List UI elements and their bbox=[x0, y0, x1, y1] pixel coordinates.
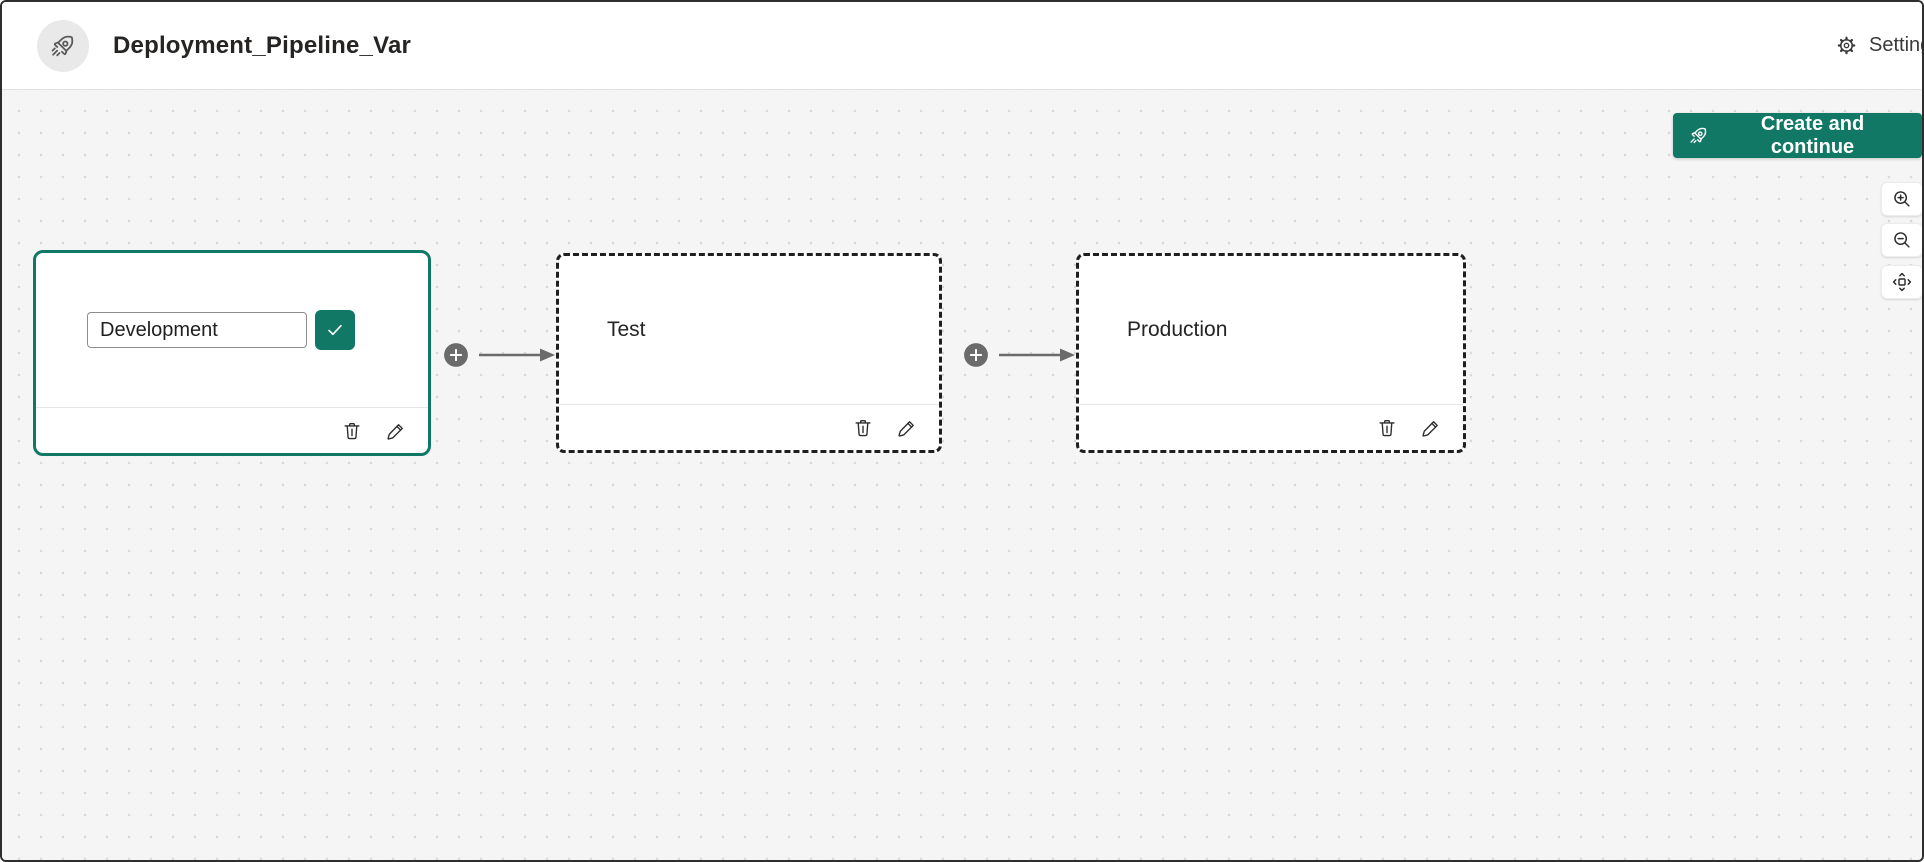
create-and-continue-button[interactable]: Create and continue bbox=[1673, 113, 1922, 158]
trash-icon bbox=[1376, 417, 1398, 439]
arrow-right-icon bbox=[478, 346, 556, 364]
stage-footer bbox=[559, 404, 939, 450]
zoom-in-button[interactable] bbox=[1881, 182, 1922, 216]
trash-icon bbox=[341, 420, 363, 442]
arrow-right-icon bbox=[998, 346, 1076, 364]
add-stage-button[interactable] bbox=[963, 342, 989, 368]
stage-name-input[interactable] bbox=[87, 312, 307, 348]
plus-icon bbox=[443, 342, 469, 368]
fit-to-screen-icon bbox=[1891, 271, 1913, 293]
stage-label: Production bbox=[1127, 318, 1228, 341]
settings-label: Settings bbox=[1869, 34, 1922, 56]
stage-body bbox=[36, 253, 428, 407]
edit-stage-button[interactable] bbox=[896, 417, 918, 439]
gear-icon bbox=[1835, 34, 1858, 57]
checkmark-icon bbox=[324, 319, 346, 341]
pipeline-canvas[interactable]: Create and continue bbox=[2, 90, 1922, 860]
stage-card-production[interactable]: Production bbox=[1076, 253, 1466, 453]
pencil-icon bbox=[896, 417, 918, 439]
confirm-stage-name-button[interactable] bbox=[315, 310, 355, 350]
trash-icon bbox=[852, 417, 874, 439]
zoom-out-button[interactable] bbox=[1881, 223, 1922, 257]
pipeline-avatar bbox=[37, 19, 89, 72]
page-title: Deployment_Pipeline_Var bbox=[113, 31, 412, 59]
create-and-continue-label: Create and continue bbox=[1760, 112, 1865, 158]
delete-stage-button[interactable] bbox=[1376, 417, 1398, 439]
add-stage-button[interactable] bbox=[443, 342, 469, 368]
edit-stage-button[interactable] bbox=[385, 420, 407, 442]
stage-body: Production bbox=[1079, 256, 1463, 404]
settings-button[interactable]: Settings bbox=[1835, 2, 1922, 89]
stage-card-test[interactable]: Test bbox=[556, 253, 942, 453]
stage-footer bbox=[1079, 404, 1463, 450]
app-header: Deployment_Pipeline_Var Settings bbox=[2, 2, 1922, 90]
edit-stage-button[interactable] bbox=[1420, 417, 1442, 439]
fit-to-screen-button[interactable] bbox=[1881, 265, 1922, 299]
pencil-icon bbox=[1420, 417, 1442, 439]
delete-stage-button[interactable] bbox=[341, 420, 363, 442]
magnifier-minus-icon bbox=[1891, 229, 1913, 251]
stage-label: Test bbox=[607, 318, 646, 341]
plus-icon bbox=[963, 342, 989, 368]
stage-body: Test bbox=[559, 256, 939, 404]
stage-footer bbox=[36, 407, 428, 453]
pencil-icon bbox=[385, 420, 407, 442]
rocket-icon bbox=[49, 32, 77, 60]
stage-card-development[interactable] bbox=[33, 250, 431, 456]
magnifier-plus-icon bbox=[1891, 188, 1913, 210]
rocket-icon bbox=[1688, 125, 1709, 146]
delete-stage-button[interactable] bbox=[852, 417, 874, 439]
